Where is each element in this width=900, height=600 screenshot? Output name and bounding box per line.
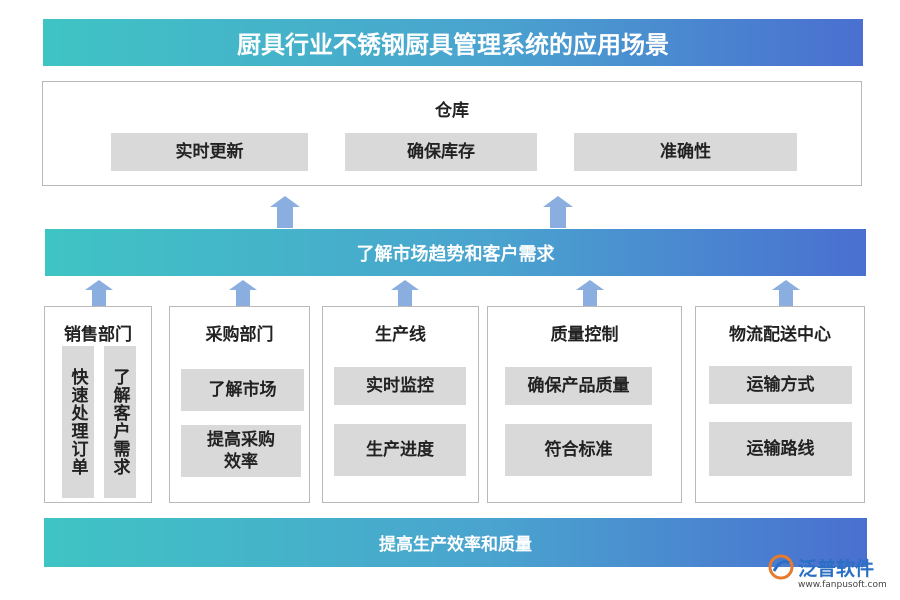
arrow-up-icon <box>229 280 257 310</box>
middle-bar: 了解市场趋势和客户需求 <box>45 229 866 276</box>
dept-production-item-monitor: 实时监控 <box>334 367 466 405</box>
arrow-up-icon <box>391 280 419 310</box>
dept-sales-item-needs: 了解客户需求 <box>104 346 136 498</box>
watermark-url: www.fanpusoft.com <box>798 580 887 590</box>
dept-sales-title: 销售部门 <box>64 325 132 345</box>
dept-purchasing-item-market: 了解市场 <box>181 369 304 411</box>
warehouse-item-realtime-update: 实时更新 <box>111 133 308 171</box>
dept-logistics-item-route: 运输路线 <box>709 422 852 476</box>
arrow-up-icon <box>576 280 604 310</box>
dept-sales-item-orders: 快速处理订单 <box>62 346 94 498</box>
dept-purchasing-item-efficiency: 提高采购效率 <box>181 425 301 477</box>
warehouse-item-ensure-stock: 确保库存 <box>345 133 537 171</box>
watermark-logo: 泛普软件 www.fanpusoft.com <box>768 552 892 596</box>
middle-bar-label: 了解市场趋势和客户需求 <box>356 243 555 265</box>
arrow-up-icon <box>543 196 573 228</box>
dept-production-title: 生产线 <box>375 325 426 345</box>
dept-logistics-item-method: 运输方式 <box>709 366 852 404</box>
dept-production-item-progress: 生产进度 <box>334 424 466 476</box>
watermark-brand: 泛普软件 <box>798 558 875 580</box>
bottom-bar: 提高生产效率和质量 <box>44 518 867 567</box>
dept-purchasing-item-efficiency-label: 提高采购效率 <box>207 429 275 472</box>
arrow-up-icon <box>270 196 300 228</box>
warehouse-item-accuracy: 准确性 <box>574 133 797 171</box>
dept-quality-item-assure: 确保产品质量 <box>505 367 652 405</box>
dept-quality-item-standard: 符合标准 <box>505 424 652 476</box>
page-title: 厨具行业不锈钢厨具管理系统的应用场景 <box>237 31 669 59</box>
title-bar: 厨具行业不锈钢厨具管理系统的应用场景 <box>43 19 863 66</box>
dept-purchasing-title: 采购部门 <box>205 325 274 345</box>
warehouse-title: 仓库 <box>435 101 469 121</box>
arrow-up-icon <box>85 280 113 310</box>
dept-logistics-title: 物流配送中心 <box>729 325 831 345</box>
arrow-up-icon <box>772 280 800 310</box>
dept-quality-title: 质量控制 <box>550 325 619 345</box>
fanpu-logo-icon <box>768 554 794 580</box>
bottom-bar-label: 提高生产效率和质量 <box>379 535 532 555</box>
